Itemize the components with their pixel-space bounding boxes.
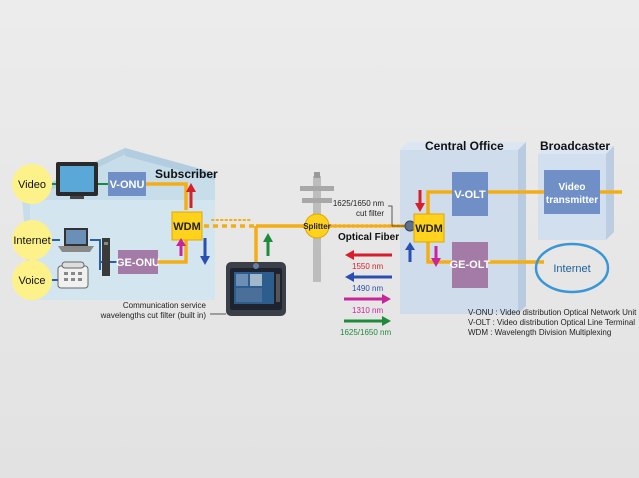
video-service-label: Video bbox=[18, 179, 46, 191]
subscriber-wdm-arrows bbox=[176, 183, 210, 265]
co-wdm-arrows bbox=[405, 190, 441, 267]
ge-onu-label: GE-ONU bbox=[116, 257, 160, 269]
tester-note-line2: wavelengths cut filter (built in) bbox=[100, 311, 207, 320]
video-service-circle bbox=[12, 164, 52, 204]
fiber-lines bbox=[146, 182, 622, 264]
ge-onu-box bbox=[118, 250, 158, 274]
wavelength-arrows bbox=[344, 250, 392, 326]
internet-service-label: Internet bbox=[13, 235, 50, 247]
filter-label-line1: 1625/1650 nm bbox=[333, 199, 384, 208]
v-onu-box bbox=[108, 172, 146, 196]
filter-label-line2: cut filter bbox=[356, 209, 384, 218]
v-onu-label: V-ONU bbox=[110, 179, 145, 191]
co-wdm-label: WDM bbox=[415, 223, 443, 235]
voice-service-label: Voice bbox=[19, 275, 46, 287]
tester-note-line1: Communication service bbox=[123, 301, 207, 310]
broadcaster-title: Broadcaster bbox=[540, 139, 610, 153]
video-transmitter-line1: Video bbox=[558, 182, 585, 193]
internet-cloud bbox=[534, 242, 610, 294]
otdr-tester-device bbox=[226, 262, 286, 316]
legend-line-3: WDM : Wavelength Division Multiplexing bbox=[468, 328, 611, 337]
central-office-title: Central Office bbox=[425, 139, 504, 153]
subscriber-wdm-label: WDM bbox=[173, 221, 201, 233]
filter-leader bbox=[388, 205, 406, 227]
splitter-label: Splitter bbox=[303, 222, 331, 231]
video-transmitter-box bbox=[544, 170, 600, 214]
subscriber-wdm-box bbox=[171, 211, 203, 241]
ge-olt-box bbox=[452, 242, 488, 288]
splitter-node bbox=[304, 213, 330, 239]
co-wdm-box bbox=[413, 213, 445, 243]
laptop-icon bbox=[58, 228, 94, 252]
tv-icon bbox=[56, 162, 98, 199]
v-olt-box bbox=[452, 172, 488, 216]
wavelength-1310-label: 1310 nm bbox=[352, 306, 383, 315]
tester-uplink-arrow bbox=[263, 233, 273, 256]
desktop-tower-icon bbox=[102, 238, 110, 276]
wavelength-1490-label: 1490 nm bbox=[352, 284, 383, 293]
phone-icon bbox=[57, 261, 89, 289]
ge-olt-label: GE-OLT bbox=[450, 259, 491, 271]
voice-service-circle bbox=[12, 260, 52, 300]
legend-line-2: V-OLT : Video distribution Optical Line … bbox=[468, 318, 635, 327]
optical-fiber-title: Optical Fiber bbox=[338, 232, 399, 243]
internet-cloud-label: Internet bbox=[553, 263, 590, 275]
video-transmitter-line2: transmitter bbox=[546, 195, 598, 206]
internet-service-circle bbox=[12, 220, 52, 260]
wavelength-1550-label: 1550 nm bbox=[352, 262, 383, 271]
v-olt-label: V-OLT bbox=[454, 189, 486, 201]
subscriber-title: Subscriber bbox=[155, 167, 218, 181]
legend-line-1: V-ONU : Video distribution Optical Netwo… bbox=[468, 308, 637, 317]
wavelength-1625-1650-label: 1625/1650 nm bbox=[340, 328, 391, 337]
